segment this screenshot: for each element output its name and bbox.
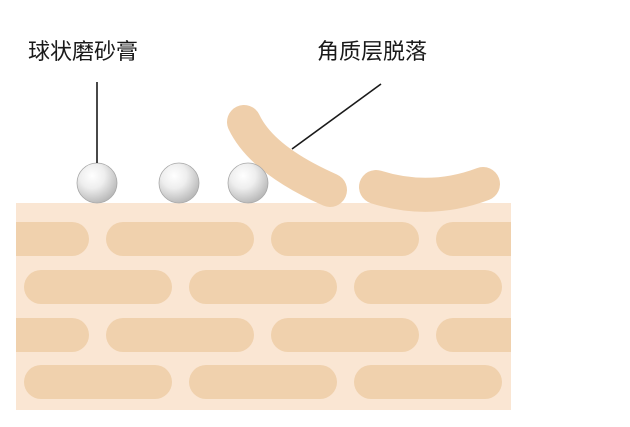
detached-cell-curved [227,105,347,207]
skin-cell [24,270,172,304]
scrub-bead [227,162,269,204]
scrub-bead [158,162,200,204]
skin-cell [436,318,511,352]
skin-cell [354,270,502,304]
skin-cell [16,222,89,256]
skin-cell [189,365,337,399]
skin-cell [189,270,337,304]
skin-cell [106,222,254,256]
scrub-bead [76,162,118,204]
scrub-label: 球状磨砂膏 [28,40,138,65]
skin-cell [24,365,172,399]
skin-cell [271,222,419,256]
skin-cell [354,365,502,399]
skin-cell [106,318,254,352]
exfoliation-label: 角质层脱落 [317,40,427,65]
exfoliation-leader-line [291,83,382,150]
skin-cell [436,222,511,256]
skin-cell [16,318,89,352]
skin-cells [16,222,511,399]
detached-cell-flat [359,167,500,212]
skin-cell [271,318,419,352]
